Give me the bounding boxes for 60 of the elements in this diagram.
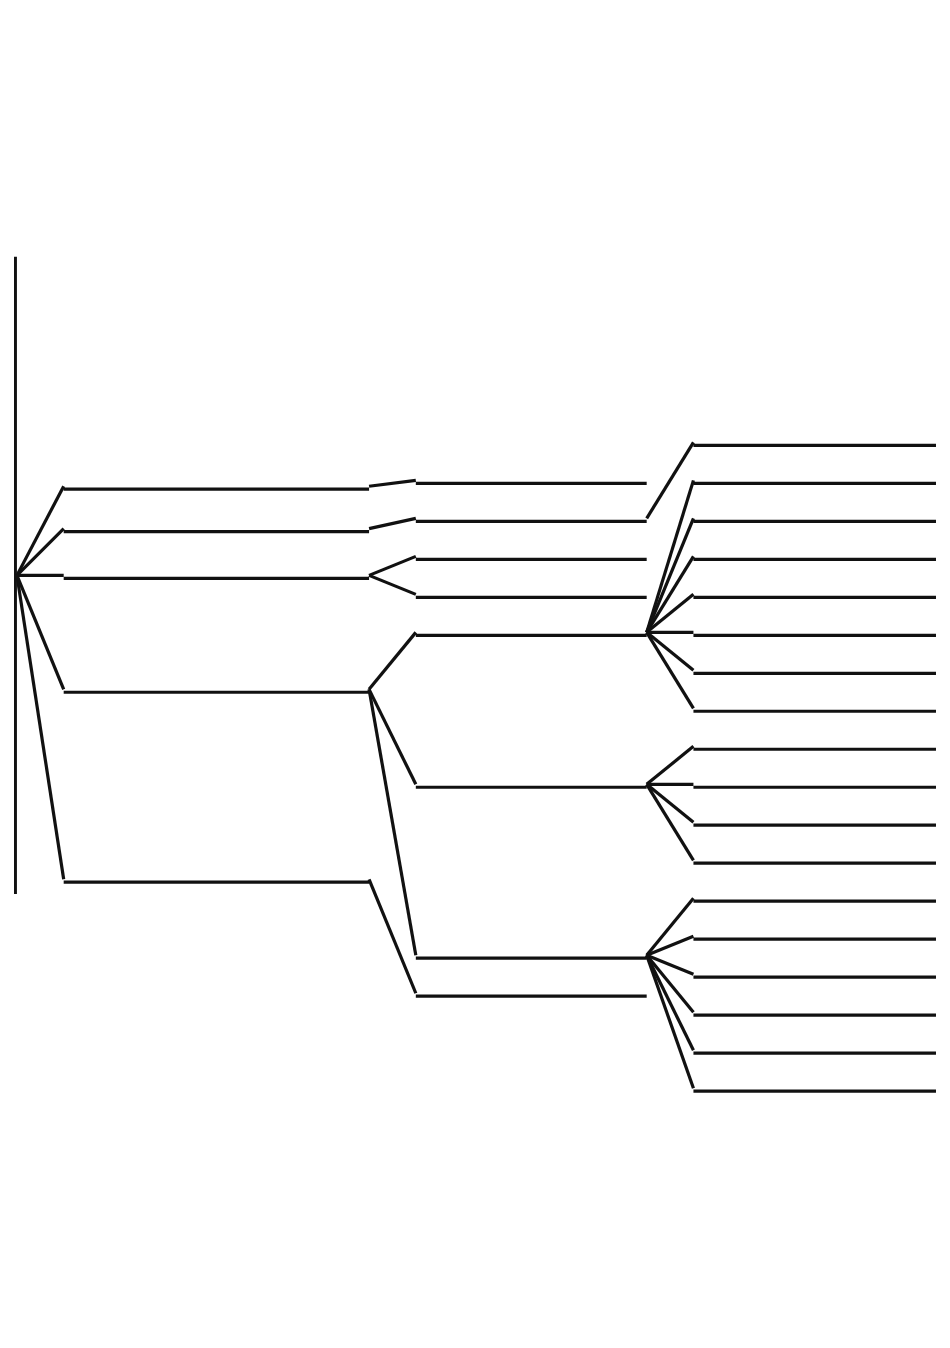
connector	[646, 953, 695, 976]
connector	[16, 573, 64, 577]
node-line	[693, 747, 936, 751]
node-line	[693, 595, 936, 599]
connector	[645, 954, 695, 1051]
node-line	[63, 487, 370, 491]
node-line	[415, 595, 647, 599]
node-line	[63, 880, 370, 884]
connector	[646, 934, 695, 957]
connector	[646, 630, 694, 634]
node-line	[415, 557, 647, 561]
node-line	[693, 975, 936, 979]
node-line	[63, 690, 370, 694]
node-line	[693, 481, 936, 485]
node-line	[693, 633, 936, 637]
connector	[645, 745, 695, 786]
node-line	[693, 709, 936, 713]
connector	[645, 954, 695, 1089]
connector	[368, 554, 417, 577]
connector	[15, 575, 66, 880]
node-line	[693, 557, 936, 561]
connector	[645, 517, 695, 633]
connector	[645, 555, 695, 634]
node-line	[415, 994, 647, 998]
node-line	[415, 785, 647, 789]
node-line	[693, 785, 936, 789]
connector	[368, 573, 417, 596]
connector	[646, 782, 694, 786]
node-line	[415, 633, 647, 637]
connector	[645, 897, 695, 957]
node-line	[693, 1051, 936, 1055]
connector	[645, 954, 695, 1014]
connector	[368, 478, 416, 488]
node-line	[693, 519, 936, 523]
connector	[645, 783, 695, 824]
node-line	[693, 899, 936, 903]
connector	[645, 441, 695, 520]
connector	[15, 574, 66, 690]
node-line	[693, 671, 936, 675]
node-line	[693, 443, 936, 447]
node-line	[63, 529, 370, 534]
node-line	[693, 1089, 936, 1093]
node-line	[693, 823, 936, 827]
connector	[645, 479, 695, 633]
node-line	[693, 861, 936, 865]
node-line	[415, 956, 647, 960]
connector	[645, 783, 695, 862]
node-bar	[14, 256, 17, 894]
connector	[368, 516, 417, 531]
node-line	[415, 519, 647, 523]
node-line	[693, 1013, 936, 1017]
connector	[367, 878, 418, 994]
node-line	[415, 481, 647, 485]
connector	[15, 485, 66, 577]
connector	[645, 631, 695, 710]
connector	[367, 631, 418, 691]
connector	[645, 631, 695, 672]
node-line	[693, 937, 936, 941]
node-line	[63, 576, 370, 580]
connector	[367, 689, 418, 956]
